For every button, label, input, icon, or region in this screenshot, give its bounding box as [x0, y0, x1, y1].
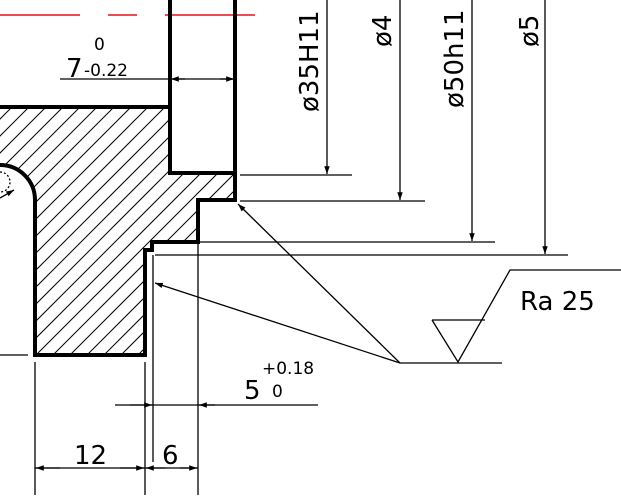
- hatch-line: [535, 100, 621, 400]
- hatch-line: [586, 100, 621, 400]
- dim-lower-tol: -0.22: [84, 61, 128, 81]
- hatch-line: [0, 107, 190, 355]
- hatch-line: [314, 100, 614, 400]
- hatch-line: [177, 107, 235, 355]
- hatch-line: [0, 107, 235, 355]
- dim-label-12: 12: [74, 441, 107, 471]
- dim-label: ø4: [368, 15, 398, 47]
- dim-nominal: 7: [66, 54, 83, 84]
- hatch-line: [228, 107, 235, 355]
- hatch-line: [280, 100, 580, 400]
- hatch-line: [450, 100, 621, 400]
- hatch-line: [501, 100, 621, 400]
- dimension-dia-35: ø35H11: [240, 0, 352, 176]
- dimension-dia-4x: ø4: [240, 0, 425, 202]
- hatch-line: [246, 100, 546, 400]
- hatch-line: [433, 100, 621, 400]
- dim-upper-tol: +0.18: [262, 359, 314, 379]
- hatch-line: [0, 107, 139, 355]
- dimension-groove-width: 7 -0.22 0: [60, 35, 235, 84]
- dim-label-6: 6: [162, 441, 179, 471]
- hatch-line: [0, 107, 105, 355]
- roughness-label: Ra 25: [520, 287, 595, 317]
- surface-roughness-symbol: Ra 25: [154, 203, 621, 364]
- part-outline: [0, 0, 237, 357]
- hatch-line: [518, 100, 621, 400]
- hatch-line: [399, 100, 621, 400]
- dimension-lengths: 12 6: [0, 242, 199, 495]
- dim-label: ø50h11: [440, 9, 470, 108]
- hatch-line: [484, 100, 621, 400]
- hatch-line: [297, 100, 597, 400]
- dim-lower-tol: 0: [272, 382, 283, 402]
- dim-nominal: 5: [244, 376, 261, 406]
- hatch-line: [603, 100, 621, 400]
- hatch-line: [365, 100, 621, 400]
- hatch-line: [382, 100, 621, 400]
- hatch-line: [0, 107, 71, 355]
- hatch-line: [0, 107, 122, 355]
- radius-marker: [0, 171, 15, 199]
- hatch-line: [0, 107, 207, 355]
- hatch-line: [211, 107, 235, 355]
- hatch-line: [569, 100, 621, 400]
- hatch-line: [0, 107, 54, 355]
- hatch-line: [416, 100, 621, 400]
- dim-upper-tol: 0: [94, 35, 105, 55]
- hatch-line: [467, 100, 621, 400]
- dimension-dia-5x: ø5: [155, 0, 568, 256]
- dim-label: ø35H11: [295, 10, 325, 112]
- hatch-line: [160, 107, 235, 355]
- hatch-line: [109, 107, 235, 355]
- dimension-depth: 5 +0.18 0: [115, 255, 318, 462]
- hatch-line: [552, 100, 621, 400]
- hatch-line: [0, 107, 88, 355]
- dim-label: ø5: [515, 15, 545, 47]
- hatch-line: [348, 100, 621, 400]
- dimension-dia-50: ø50h11: [160, 0, 495, 243]
- hatch-line: [143, 107, 235, 355]
- hatch-line: [194, 107, 235, 355]
- hatch-line: [263, 100, 563, 400]
